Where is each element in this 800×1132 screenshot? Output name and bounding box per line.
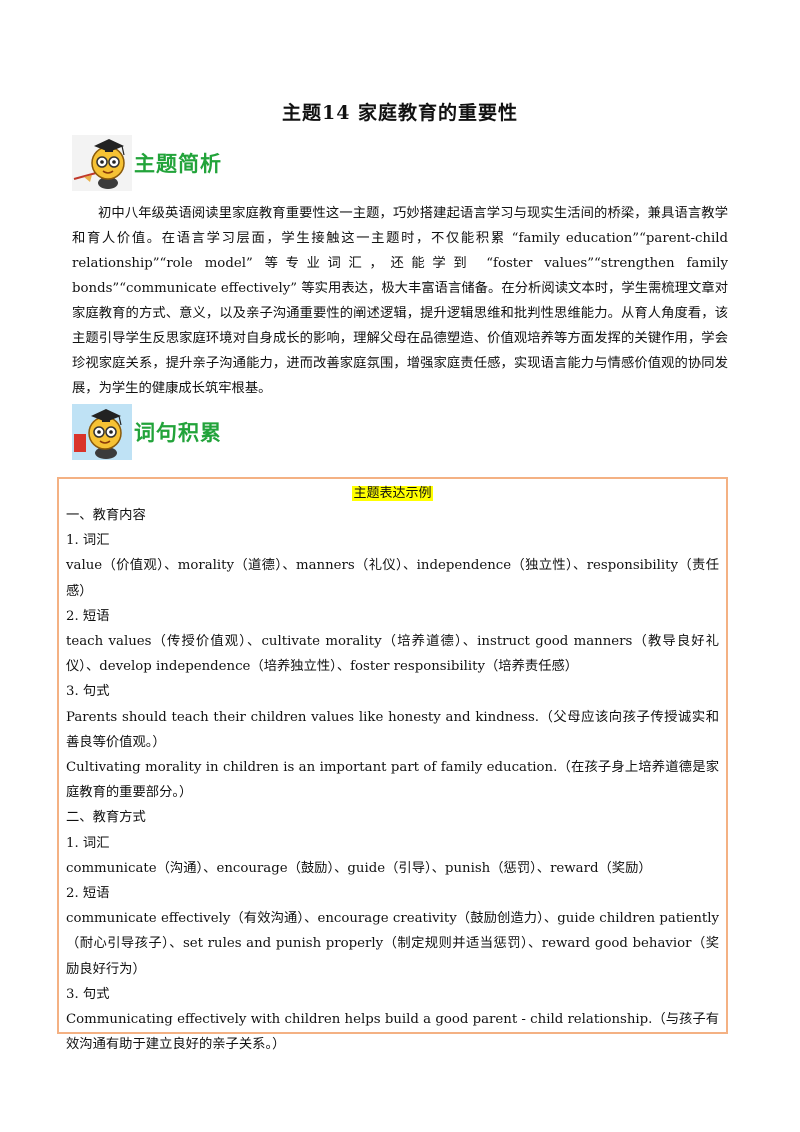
box-line: 1. 词汇 [66, 835, 110, 851]
box-line: 二、教育方式 [66, 810, 146, 826]
box-line: 2. 短语 [66, 608, 110, 624]
section-title-vocabulary: 词句积累 [134, 421, 222, 445]
box-line: communicate effectively（有效沟通）、encourage … [66, 911, 719, 977]
box-line: 一、教育内容 [66, 508, 146, 523]
page-title: 主题14 家庭教育的重要性 [281, 102, 519, 124]
scholar-mascot-icon [72, 135, 132, 191]
box-line: 2. 短语 [66, 886, 110, 902]
box-line: value（价值观）、morality（道德）、manners（礼仪）、inde… [66, 558, 719, 599]
section-header-vocabulary: 词句积累 [72, 402, 222, 462]
expression-examples-box: 主题表达示例 一、教育内容 1. 词汇 value（价值观）、morality（… [57, 477, 728, 1052]
box-line: 3. 句式 [66, 684, 110, 700]
intro-paragraph: 初中八年级英语阅读里家庭教育重要性这一主题，巧妙搭建起语言学习与现实生活间的桥梁… [72, 206, 728, 396]
section-title-analysis: 主题简析 [134, 152, 222, 176]
box-line: Cultivating morality in children is an i… [66, 760, 719, 801]
scholar-mascot-icon [72, 404, 132, 460]
box-line: teach values（传授价值观）、cultivate morality（培… [66, 634, 719, 675]
box-line: 3. 句式 [66, 986, 110, 1002]
box-line: Communicating effectively with children … [66, 1012, 719, 1053]
box-line: 1. 词汇 [66, 533, 110, 549]
box-line: Parents should teach their children valu… [66, 709, 719, 750]
box-line: communicate（沟通）、encourage（鼓励）、guide（引导）、… [66, 860, 652, 876]
box-title: 主题表达示例 [352, 486, 433, 501]
section-header-analysis: 主题简析 [72, 133, 222, 193]
